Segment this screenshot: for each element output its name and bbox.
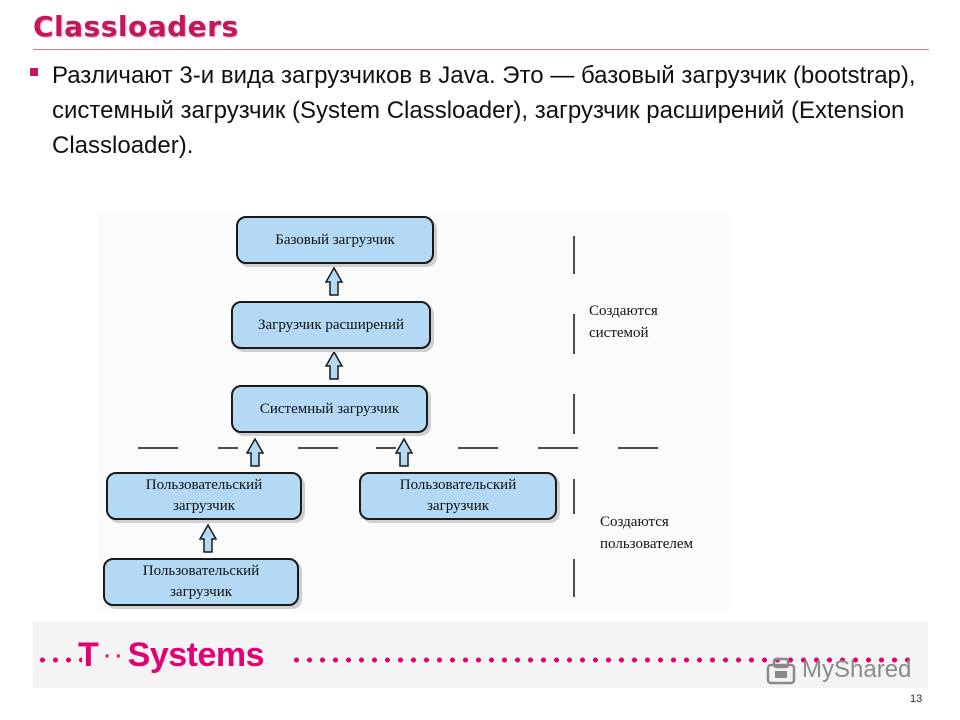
arrow-user3-to-user1: [198, 523, 218, 553]
node-user-loader-1: Пользовательский загрузчик: [106, 472, 302, 520]
slide-title: Classloaders: [33, 10, 239, 43]
node-system-label: Системный загрузчик: [259, 400, 400, 417]
arrow-user1-to-system: [245, 437, 265, 467]
node-system: Системный загрузчик: [231, 385, 428, 433]
t-systems-logo: T · · Systems: [36, 636, 265, 675]
node-bootstrap: Базовый загрузчик: [236, 216, 434, 264]
node-user-loader-1-line2: загрузчик: [172, 498, 236, 514]
node-user-loader-2-line2: загрузчик: [426, 498, 490, 514]
node-extension-label: Загрузчик расширений: [258, 316, 404, 333]
label-created-by-user: Создаются пользователем: [600, 511, 693, 555]
logo-systems-word: Systems: [127, 636, 265, 674]
label-created-by-user-line1: Создаются: [600, 514, 669, 530]
label-created-by-system-line1: Создаются: [589, 303, 658, 319]
title-divider: [33, 49, 929, 50]
watermark-text: MyShared: [802, 656, 912, 683]
label-created-by-system-line2: системой: [589, 325, 649, 341]
logo-dot-separator: · ·: [104, 645, 122, 668]
node-user-loader-1-line1: Пользовательский: [145, 477, 263, 493]
label-created-by-user-line2: пользователем: [600, 536, 693, 552]
footer-dot-line: [290, 657, 915, 663]
node-user-loader-3-line2: загрузчик: [169, 584, 233, 600]
bullet-text: Различают 3-и вида загрузчиков в Java. Э…: [52, 62, 916, 159]
page-number: 13: [910, 693, 923, 705]
node-extension: Загрузчик расширений: [231, 301, 431, 349]
arrow-extension-to-bootstrap: [324, 266, 344, 296]
node-user-loader-3: Пользовательский загрузчик: [103, 558, 299, 606]
arrow-system-to-extension: [324, 350, 344, 380]
myshared-watermark: MyShared: [802, 656, 911, 684]
logo-dots-leading: [36, 657, 82, 663]
node-user-loader-3-line1: Пользовательский: [142, 563, 260, 579]
classloader-diagram: Базовый загрузчик Загрузчик расширений С…: [98, 214, 730, 610]
label-created-by-system: Создаются системой: [589, 300, 658, 344]
node-user-loader-2-line1: Пользовательский: [399, 477, 517, 493]
myshared-icon: [766, 657, 796, 685]
diagram-lines: [138, 236, 658, 597]
bullet-marker: [30, 68, 38, 76]
logo-t-mark: T: [78, 636, 99, 674]
arrow-user2-to-system: [394, 437, 414, 467]
node-user-loader-2: Пользовательский загрузчик: [359, 472, 557, 520]
node-bootstrap-label: Базовый загрузчик: [275, 231, 395, 248]
